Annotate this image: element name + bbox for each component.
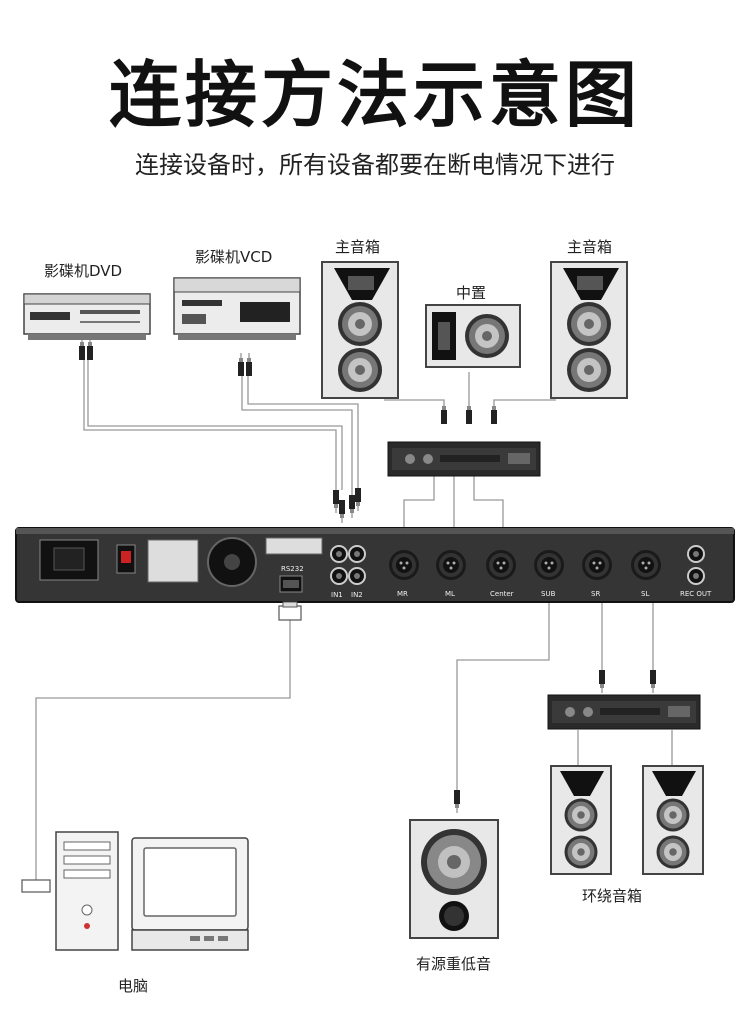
subwoofer: [409, 819, 499, 939]
dvd-player: [23, 293, 151, 340]
mr-label: MR: [397, 590, 408, 598]
in2-plugs: [349, 488, 361, 518]
cables: [35, 360, 673, 880]
center-amp-cable: [473, 476, 504, 530]
sub-cable: [456, 600, 550, 790]
main-speaker-left: [321, 261, 399, 399]
sr-label: SR: [591, 590, 600, 598]
in2-label: IN2: [351, 591, 363, 599]
center-speaker-label: 中置: [456, 284, 487, 302]
main-amplifier: [387, 441, 541, 477]
right-speaker-cable: [493, 399, 556, 410]
vcd-plugs: [238, 353, 252, 376]
in1-plugs: [333, 490, 345, 523]
rs232-label: RS232: [281, 565, 304, 573]
sub-label: SUB: [541, 590, 556, 598]
vcd-cable-left: [241, 376, 353, 495]
sub-plug: [454, 790, 460, 813]
ml-label: ML: [445, 590, 455, 598]
sl-label: SL: [641, 590, 649, 598]
surround-speaker-right: [642, 765, 704, 875]
rec-out-label: REC OUT: [680, 590, 712, 598]
surround-plugs: [599, 670, 656, 693]
processor-labels: RS232 IN1 IN2 MR ML Center SUB SR SL REC…: [281, 565, 712, 599]
main-speaker-right-label: 主音箱: [567, 238, 613, 256]
surround-speaker-left: [550, 765, 612, 875]
dvd-label: 影碟机DVD: [44, 262, 123, 280]
surround-amplifier: [547, 694, 701, 730]
center-output-label: Center: [490, 590, 514, 598]
main-speaker-right: [550, 261, 628, 399]
page-subtitle: 连接设备时，所有设备都要在断电情况下进行: [135, 151, 615, 179]
computer: [55, 831, 249, 951]
dvd-cable-left: [83, 360, 337, 490]
in1-label: IN1: [331, 591, 343, 599]
rs232-connector: [21, 601, 302, 893]
center-speaker: [425, 304, 521, 368]
page-title: 连接方法示意图: [108, 53, 641, 137]
vcd-label: 影碟机VCD: [195, 248, 273, 266]
computer-label: 电脑: [118, 977, 149, 995]
mr-amp-cable: [403, 476, 435, 530]
main-speaker-left-label: 主音箱: [335, 238, 381, 256]
dvd-cable-right: [87, 360, 343, 490]
rs232-cable: [35, 620, 291, 880]
left-speaker-cable: [384, 399, 445, 410]
subwoofer-label: 有源重低音: [416, 955, 492, 973]
surround-speaker-label: 环绕音箱: [582, 887, 643, 905]
vcd-player: [173, 277, 301, 340]
dvd-plugs: [79, 337, 93, 360]
vcd-cable-right: [247, 376, 359, 495]
processor-rear-panel: [15, 527, 735, 603]
speaker-plugs: [441, 401, 497, 424]
